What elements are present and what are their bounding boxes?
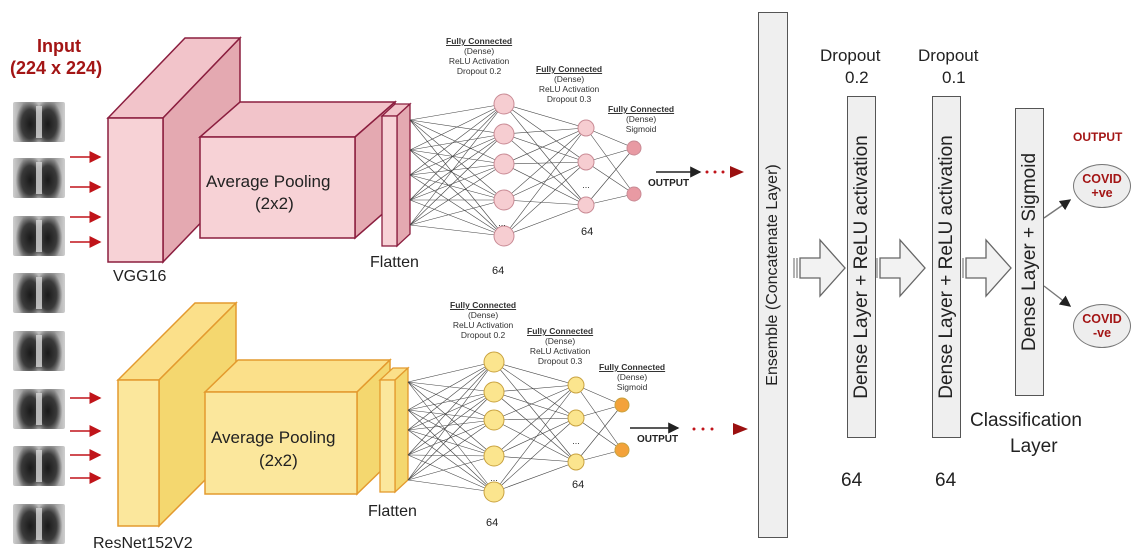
covid-negative-output: COVID-ve <box>1073 304 1131 348</box>
dense-layer-1-label: Dense Layer + ReLU activation <box>850 135 872 399</box>
avg-pool-label-1-line1: Average Pooling <box>206 172 331 191</box>
avg-pool-label-2-line2: (2x2) <box>259 451 298 470</box>
fc1-caption-2: Fully Connected (Dense) ReLU Activation … <box>450 300 517 340</box>
neuron-layer1 <box>483 381 505 403</box>
fc2-caption-1: Fully Connected (Dense) ReLU Activation … <box>536 64 603 104</box>
fc2-units-1: 64 <box>581 226 594 238</box>
flatten-label-2: Flatten <box>368 503 417 520</box>
neuron-layer1 <box>493 189 515 211</box>
ensemble-label: Ensemble (Concatenate Layer) <box>764 164 781 386</box>
resnet-block <box>116 301 238 528</box>
branch2-output-label: OUTPUT <box>637 434 679 445</box>
classification-line2: Layer <box>1010 436 1058 457</box>
fc1-caption-1: Fully Connected (Dense) ReLU Activation … <box>446 36 513 76</box>
ellipsis-mark: ... <box>582 180 590 190</box>
neuron-layer2 <box>577 153 595 171</box>
dropout-label-2: Dropout <box>918 46 979 65</box>
neuron-layer2 <box>567 453 585 471</box>
branch1-output-arrow <box>656 166 744 178</box>
neuron-layer1 <box>493 123 515 145</box>
flatten-block-1 <box>380 102 412 248</box>
ellipsis-mark: ... <box>498 218 506 228</box>
input-arrows-top <box>70 151 102 248</box>
covid-positive-output: COVID+ve <box>1073 164 1131 208</box>
final-output-title: OUTPUT <box>1073 130 1123 144</box>
branch1-output-label: OUTPUT <box>648 178 690 189</box>
avg-pool-label-2-line1: Average Pooling <box>211 428 336 447</box>
network-connections <box>407 361 623 493</box>
input-title: Input <box>37 36 81 56</box>
dropout-value-2: 0.1 <box>942 68 966 87</box>
fc3-caption-1: Fully Connected (Dense) Sigmoid <box>608 104 675 134</box>
dropout-label-1: Dropout <box>820 46 881 65</box>
network-connections <box>409 103 635 237</box>
xray-image <box>13 389 65 429</box>
neuron-layer1 <box>483 481 505 503</box>
avg-pool-block-2 <box>203 358 392 496</box>
neuron-layer1 <box>483 445 505 467</box>
dense-layer-2: Dense Layer + ReLU activation <box>932 96 961 438</box>
neuron-layer2 <box>577 119 595 137</box>
ellipsis-mark: ... <box>490 473 498 483</box>
xray-image <box>13 216 65 256</box>
dense-network-2: ...... <box>407 351 630 503</box>
flatten-block-2 <box>378 366 410 494</box>
avg-pool-label-1-line2: (2x2) <box>255 194 294 213</box>
xray-image <box>13 446 65 486</box>
neuron-output <box>626 186 642 202</box>
neuron-output <box>626 140 642 156</box>
xray-image <box>13 158 65 198</box>
neuron-output <box>614 442 630 458</box>
resnet-label: ResNet152V2 <box>93 535 193 552</box>
input-arrows-bottom <box>70 392 102 484</box>
dense-layer-2-label: Dense Layer + ReLU activation <box>935 135 957 399</box>
fc3-caption-2: Fully Connected (Dense) Sigmoid <box>599 362 666 392</box>
dense-layer-3: Dense Layer + Sigmoid <box>1015 108 1044 396</box>
block-arrows <box>799 238 1012 298</box>
ensemble-layer: Ensemble (Concatenate Layer) <box>758 12 788 538</box>
dense-layer-1: Dense Layer + ReLU activation <box>847 96 876 438</box>
dense-network-1: ...... <box>409 93 642 247</box>
fc2-caption-2: Fully Connected (Dense) ReLU Activation … <box>527 326 594 366</box>
dense-layer-3-label: Dense Layer + Sigmoid <box>1018 152 1040 352</box>
xray-image <box>13 273 65 313</box>
xray-image <box>13 504 65 544</box>
neuron-layer2 <box>567 376 585 394</box>
neuron-layer2 <box>567 409 585 427</box>
fc1-units-1: 64 <box>492 265 505 277</box>
neuron-output <box>614 397 630 413</box>
fc1-units-2: 64 <box>486 517 499 529</box>
dense-units-2: 64 <box>935 470 957 491</box>
flatten-label-1: Flatten <box>370 254 419 271</box>
neuron-layer1 <box>493 93 515 115</box>
dense-units-1: 64 <box>841 470 863 491</box>
neuron-layer1 <box>483 409 505 431</box>
avg-pool-block-1 <box>198 100 397 240</box>
xray-image <box>13 102 65 142</box>
neuron-layer1 <box>483 351 505 373</box>
branch2-output-arrow <box>630 422 748 435</box>
fc2-units-2: 64 <box>572 479 585 491</box>
neuron-layer2 <box>577 196 595 214</box>
classification-line1: Classification <box>970 410 1082 431</box>
dropout-value-1: 0.2 <box>845 68 869 87</box>
neuron-layer1 <box>493 225 515 247</box>
input-size: (224 x 224) <box>10 58 103 78</box>
xray-image <box>13 331 65 371</box>
ellipsis-mark: ... <box>572 436 580 446</box>
neuron-layer1 <box>493 153 515 175</box>
final-output-arrows <box>1043 199 1072 307</box>
vgg16-label: VGG16 <box>113 268 167 285</box>
